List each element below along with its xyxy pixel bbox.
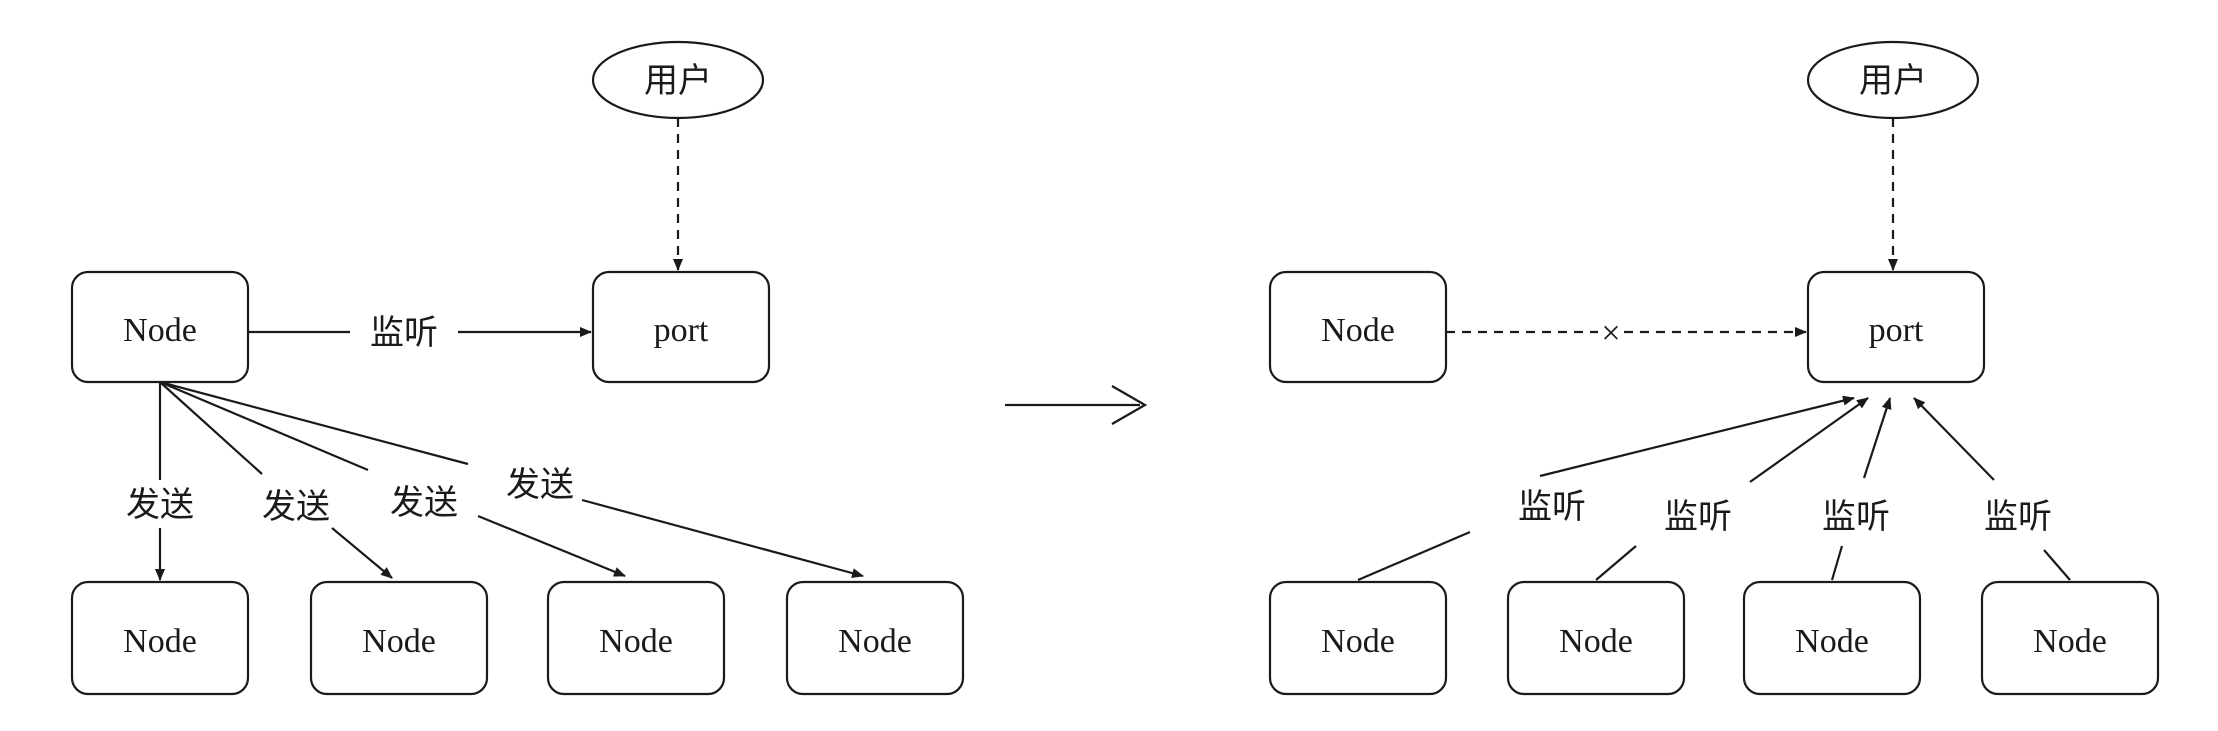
listen-edge-2-upper	[1749, 397, 1869, 483]
listen-edge-4-lower	[2043, 549, 2071, 581]
left-port-label: port	[654, 312, 709, 349]
right-listener-node-2-label: Node	[1559, 623, 1633, 660]
left-listen-label: 监听	[370, 315, 438, 352]
right-listener-node-1-label: Node	[1321, 623, 1395, 660]
left-target-node-4: Node	[785, 580, 965, 696]
left-diagram: 用户 port Node 监听 发送 发送	[70, 40, 965, 696]
send-edge-3-upper	[159, 380, 369, 472]
send-edge-4-lower	[581, 498, 864, 578]
listen-label-4: 监听	[1984, 499, 2052, 536]
listen-edge-3-upper	[1862, 397, 1892, 479]
transition-arrow	[1005, 385, 1148, 425]
send-label-2: 发送	[262, 488, 330, 526]
left-target-node-3-label: Node	[599, 623, 673, 660]
right-port-box: port	[1806, 270, 1986, 384]
listen-edge-1-lower	[1357, 530, 1471, 582]
right-listener-node-4: Node	[1980, 580, 2160, 696]
left-user-ellipse: 用户	[591, 40, 765, 120]
listen-label-3: 监听	[1822, 499, 1890, 536]
listen-edge-1-upper	[1539, 395, 1855, 478]
right-user-label: 用户	[1859, 62, 1927, 100]
left-target-node-2: Node	[309, 580, 489, 696]
listen-edge-4-upper	[1913, 397, 1995, 481]
left-target-node-1: Node	[70, 580, 250, 696]
left-user-label: 用户	[644, 62, 712, 100]
listen-label-2: 监听	[1664, 499, 1732, 536]
send-edge-2-lower	[331, 527, 393, 579]
listen-label-1: 监听	[1518, 489, 1586, 526]
right-listener-node-3: Node	[1742, 580, 1922, 696]
right-user-ellipse: 用户	[1806, 40, 1980, 120]
left-target-node-3: Node	[546, 580, 726, 696]
left-target-node-1-label: Node	[123, 623, 197, 660]
right-listener-node-4-label: Node	[2033, 623, 2107, 660]
left-target-node-4-label: Node	[838, 623, 912, 660]
left-source-node: Node	[70, 270, 250, 384]
right-blocked-node-label: Node	[1321, 312, 1395, 349]
right-listener-node-1: Node	[1268, 580, 1448, 696]
listen-edge-2-lower	[1595, 545, 1637, 581]
left-send-edges: 发送 发送 发送 发送	[126, 380, 864, 581]
send-label-3: 发送	[390, 484, 458, 522]
right-diagram: 用户 port Node × 监听 监听	[1268, 40, 2160, 696]
send-edge-4-upper	[159, 380, 469, 466]
left-port-box: port	[591, 270, 771, 384]
right-listen-edges: 监听 监听 监听 监听	[1357, 395, 2071, 582]
right-blocked-node: Node	[1268, 270, 1448, 384]
left-target-node-2-label: Node	[362, 623, 436, 660]
send-label-4: 发送	[506, 466, 574, 504]
right-listener-node-2: Node	[1506, 580, 1686, 696]
blocked-x-marker: ×	[1601, 315, 1620, 352]
listen-edge-3-lower	[1830, 545, 1844, 581]
right-listener-node-3-label: Node	[1795, 623, 1869, 660]
send-edge-3-lower	[477, 514, 626, 578]
right-port-label: port	[1869, 312, 1924, 349]
left-source-node-label: Node	[123, 312, 197, 349]
send-label-1: 发送	[126, 486, 194, 524]
send-edge-2-upper	[159, 381, 263, 475]
